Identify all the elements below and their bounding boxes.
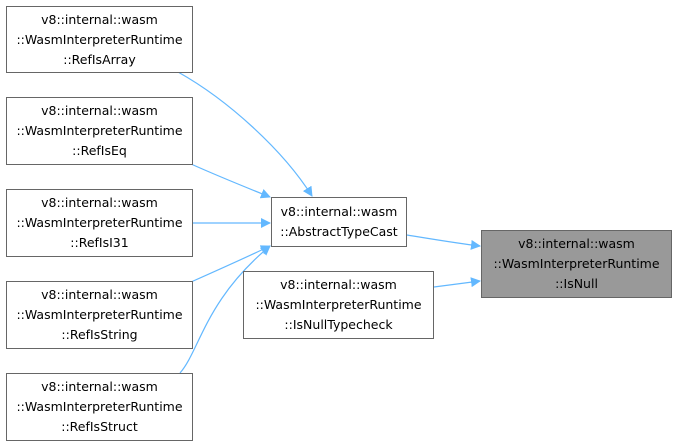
node-is-null[interactable]: v8::internal::wasm ::WasmInterpreterRunt… bbox=[481, 230, 672, 298]
node-line: ::RefIsArray bbox=[63, 51, 136, 67]
node-line: ::AbstractTypeCast bbox=[280, 224, 398, 239]
node-ref-is-eq[interactable]: v8::internal::wasm ::WasmInterpreterRunt… bbox=[6, 97, 193, 165]
edge-abstract-type-cast-to-is-null bbox=[406, 234, 481, 250]
node-line: ::RefIsStruct bbox=[61, 419, 138, 434]
node-line: v8::internal::wasm bbox=[41, 11, 158, 27]
edge-ref-is-eq-to-abstract-type-cast bbox=[190, 163, 271, 199]
node-line: ::WasmInterpreterRuntime bbox=[16, 31, 183, 47]
node-line: ::WasmInterpreterRuntime bbox=[16, 399, 183, 414]
node-ref-is-string[interactable]: v8::internal::wasm ::WasmInterpreterRunt… bbox=[6, 281, 193, 349]
node-line: v8::internal::wasm bbox=[41, 195, 158, 210]
node-line: ::RefIsEq bbox=[72, 143, 127, 158]
node-line: v8::internal::wasm bbox=[280, 277, 397, 292]
node-ref-is-struct[interactable]: v8::internal::wasm ::WasmInterpreterRunt… bbox=[6, 373, 193, 441]
node-line: v8::internal::wasm bbox=[41, 287, 158, 302]
node-abstract-type-cast[interactable]: v8::internal::wasm ::AbstractTypeCast bbox=[271, 197, 407, 247]
node-line: ::IsNull bbox=[555, 276, 598, 291]
node-line: ::WasmInterpreterRuntime bbox=[16, 123, 183, 138]
node-line: v8::internal::wasm bbox=[41, 379, 158, 394]
node-line: v8::internal::wasm bbox=[518, 236, 635, 251]
node-line: v8::internal::wasm bbox=[280, 204, 398, 219]
node-line: ::RefIsI31 bbox=[70, 235, 129, 250]
node-line: ::IsNullTypecheck bbox=[284, 317, 393, 332]
node-is-null-typecheck[interactable]: v8::internal::wasm ::WasmInterpreterRunt… bbox=[243, 271, 434, 339]
node-line: ::WasmInterpreterRuntime bbox=[16, 307, 183, 322]
node-line: ::RefIsString bbox=[61, 327, 138, 342]
edge-is-null-typecheck-to-is-null bbox=[433, 277, 481, 288]
node-line: v8::internal::wasm bbox=[41, 103, 158, 118]
node-line: ::WasmInterpreterRuntime bbox=[16, 215, 183, 230]
edge-ref-is-struct-to-abstract-type-cast bbox=[179, 245, 271, 374]
edge-ref-is-array-to-abstract-type-cast bbox=[177, 71, 313, 197]
node-ref-is-array[interactable]: v8::internal::wasm ::WasmInterpreterRunt… bbox=[6, 6, 193, 73]
node-ref-is-i31[interactable]: v8::internal::wasm ::WasmInterpreterRunt… bbox=[6, 189, 193, 257]
node-line: ::WasmInterpreterRuntime bbox=[255, 297, 422, 312]
node-line: ::WasmInterpreterRuntime bbox=[493, 256, 660, 271]
